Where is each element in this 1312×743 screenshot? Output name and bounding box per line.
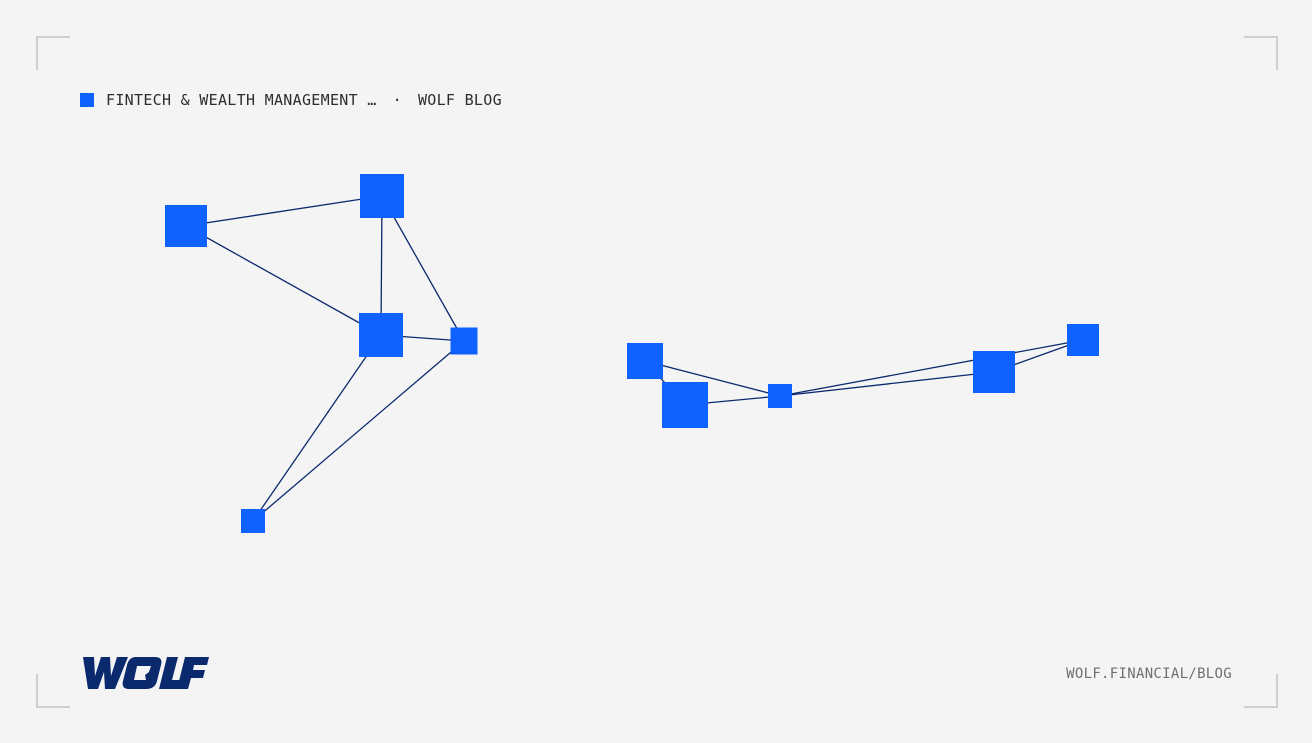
diagram-node-n9 (973, 351, 1015, 393)
blog-label: WOLF BLOG (417, 91, 502, 109)
accent-square-icon (80, 93, 94, 107)
diagram-node-n3 (359, 313, 403, 357)
corner-mark-top-left (36, 36, 70, 70)
corner-mark-bottom-right (1244, 674, 1278, 708)
footer-url[interactable]: WOLF.FINANCIAL/BLOG (1066, 666, 1232, 682)
diagram-nodes (165, 174, 1099, 533)
diagram-edge-n6-n8 (644, 360, 781, 397)
diagram-node-n6 (627, 343, 663, 379)
wolf-logo (83, 657, 209, 689)
diagram-node-n5 (241, 509, 265, 533)
diagram-edge-n1-n3 (185, 225, 382, 336)
diagram-edge-n2-n4 (381, 195, 465, 342)
header: FINTECH & WEALTH MANAGEMENT … · WOLF BLO… (80, 90, 502, 110)
diagram-edge-n2-n3 (380, 195, 383, 336)
corner-mark-bottom-left (36, 674, 70, 708)
diagram-node-n8 (768, 384, 792, 408)
diagram-node-n10 (1067, 324, 1099, 356)
diagram-node-n7 (662, 382, 708, 428)
diagram-edge-n8-n10 (779, 339, 1084, 397)
diagram-node-n4 (450, 327, 478, 355)
diagram-edge-n8-n9 (779, 371, 995, 397)
diagram-edge-n1-n2 (185, 195, 383, 227)
corner-mark-top-right (1244, 36, 1278, 70)
diagram-node-n1 (165, 205, 207, 247)
header-separator: · (392, 91, 402, 109)
diagram-node-n2 (360, 174, 404, 218)
diagram-edge-n3-n5 (252, 334, 382, 522)
diagram-edge-n4-n5 (252, 340, 465, 522)
category-label: FINTECH & WEALTH MANAGEMENT … (106, 91, 377, 109)
